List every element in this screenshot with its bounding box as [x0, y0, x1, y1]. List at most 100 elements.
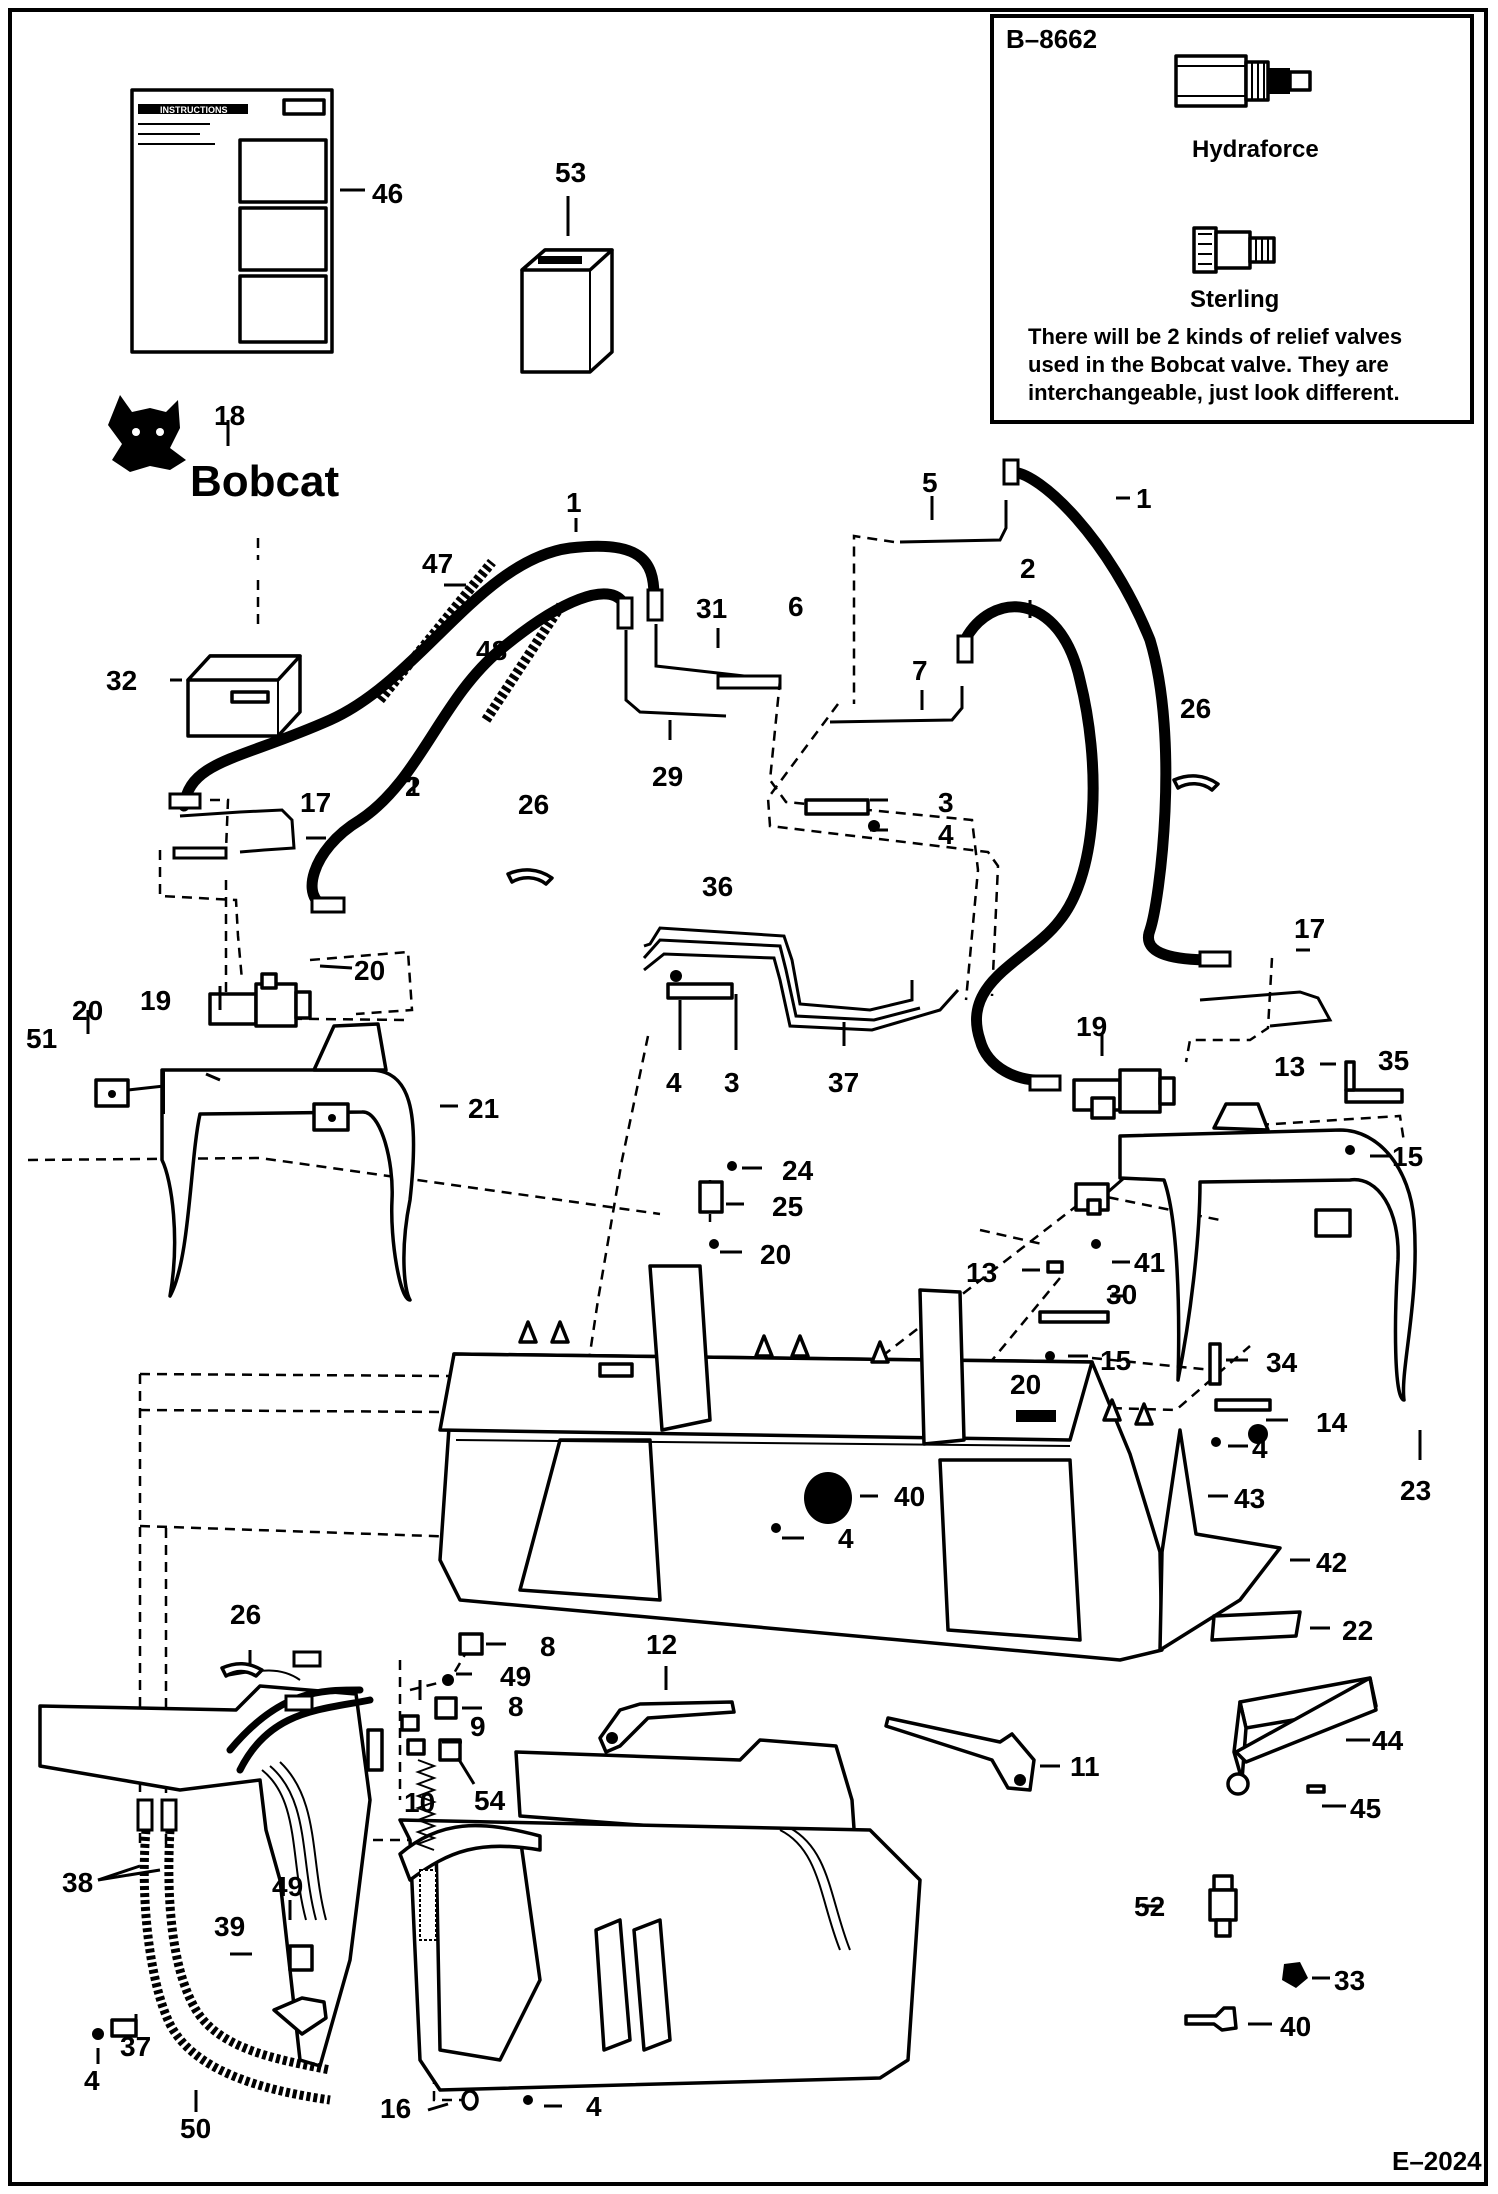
callout-4-lower-left: 4: [84, 2065, 100, 2096]
spiral-wrap-49: [376, 558, 567, 723]
callout-23: 23: [1400, 1475, 1431, 1506]
callout-28: 31: [696, 593, 727, 624]
sterling-label: Sterling: [1190, 286, 1280, 313]
callout-16: 16: [380, 2093, 411, 2124]
hose-set-37-50: [136, 1686, 374, 2105]
callout-19-left: 19: [140, 985, 171, 1016]
fittings-small: [92, 774, 1404, 2111]
grapple-bucket-42: [438, 1264, 1302, 1662]
callout-51: 51: [26, 1023, 57, 1054]
callout-37: 38: [62, 1867, 93, 1898]
callout-1-left: 1: [566, 487, 582, 518]
callout-26-left: 26: [518, 789, 549, 820]
callout-19-right: 19: [1076, 1011, 1107, 1042]
handle-11: [884, 1716, 1036, 1792]
spring-10: [415, 1759, 437, 1851]
callout-44: 44: [1372, 1725, 1404, 1756]
callout-8-lower: 8: [508, 1691, 524, 1722]
callout-35: 33: [1334, 1965, 1365, 1996]
note-line-1: There will be 2 kinds of relief valves: [1028, 324, 1403, 349]
callout-9: 9: [470, 1711, 486, 1742]
callout-10: 10: [404, 1787, 435, 1818]
instruction-decal-46: INSTRUCTIONS: [130, 88, 365, 354]
callout-7: 7: [912, 655, 928, 686]
relief-valve-19-right: [1072, 1068, 1176, 1120]
callout-2-right: 2: [1020, 553, 1036, 584]
callout-49-lower: 48: [476, 635, 507, 666]
callout-14: 14: [1316, 1407, 1348, 1438]
callout-46: 46: [372, 178, 403, 209]
callout-13-lower: 13: [966, 1257, 997, 1288]
callout-15-upper: 15: [1392, 1141, 1423, 1172]
callout-33: 36: [702, 871, 733, 902]
callout-17-right: 17: [1294, 913, 1325, 944]
callout-29: 30: [1106, 1279, 1137, 1310]
callout-5: 5: [922, 467, 938, 498]
callout-36: 37: [120, 2031, 151, 2062]
callout-20-right: 20: [1010, 1369, 1041, 1400]
grapple-tine-right-23: [1074, 1102, 1417, 1402]
steel-tubes: [172, 500, 1333, 1032]
callout-labels: 53 46 18 1 1 5 47 2 31 6 48 7 32 26 29 1…: [26, 157, 1431, 2144]
relief-valve-19-left: [208, 972, 312, 1028]
callout-21: 21: [468, 1093, 499, 1124]
callout-54: 54: [474, 1785, 506, 1816]
callout-47: 49: [272, 1871, 303, 1902]
callout-20-mid: 20: [760, 1239, 791, 1270]
callout-48: 49: [500, 1661, 531, 1692]
callout-1-right: 1: [1136, 483, 1152, 514]
callout-32: 34: [1266, 1347, 1298, 1378]
callout-26-lower: 26: [230, 1599, 261, 1630]
callout-27: 29: [652, 761, 683, 792]
callout-24: 24: [782, 1155, 814, 1186]
callout-8-upper: 8: [540, 1631, 556, 1662]
callout-20-left: 20: [354, 955, 385, 986]
callout-20-far: 20: [72, 995, 103, 1026]
callout-4-bottom: 4: [586, 2091, 602, 2122]
callout-50: 50: [180, 2113, 211, 2144]
callout-17-left: 17: [300, 787, 331, 818]
callout-53: 53: [555, 157, 586, 188]
callout-30: 32: [106, 665, 137, 696]
callout-43: 43: [1234, 1483, 1265, 1514]
callout-6: 6: [788, 591, 804, 622]
callout-2-left: 2: [405, 771, 421, 802]
callout-25: 25: [772, 1191, 803, 1222]
figure-id: E–2024: [1392, 2146, 1482, 2176]
callout-22: 22: [1342, 1615, 1373, 1646]
callout-49-upper: 47: [422, 548, 453, 579]
sterling-valve-icon: [1192, 226, 1276, 274]
callout-4-bucket: 4: [838, 1523, 854, 1554]
callout-4-mid: 4: [666, 1067, 682, 1098]
callout-15-lower: 15: [1100, 1345, 1131, 1376]
grapple-tine-left-21: [94, 1022, 416, 1302]
callout-4-upper: 4: [938, 819, 954, 850]
callout-26-right: 26: [1180, 693, 1211, 724]
callout-18: 18: [214, 400, 245, 431]
callout-40: 40: [894, 1481, 925, 1512]
grapple-frame-lower: [38, 1684, 922, 2092]
callout-3-upper: 3: [938, 787, 954, 818]
callout-45: 45: [1350, 1793, 1381, 1824]
logo-text: Bobcat: [190, 457, 339, 506]
handle-12: [598, 1700, 736, 1754]
callout-12: 12: [646, 1629, 677, 1660]
callout-41: 41: [1134, 1247, 1165, 1278]
note-line-2: used in the Bobcat valve. They are: [1028, 352, 1389, 377]
reference-code: B–8662: [1006, 24, 1098, 54]
callout-52: 52: [1134, 1891, 1165, 1922]
diagram-frame: [8, 8, 1488, 2186]
callout-11: 11: [1070, 1751, 1100, 1782]
decal-title: INSTRUCTIONS: [160, 105, 228, 115]
manual-box-53: [520, 196, 614, 374]
valve-block-30: [170, 538, 302, 738]
callout-13-upper: 13: [1274, 1051, 1305, 1082]
relief-valve-note-box: B–8662 Hydraforce Sterling There will be…: [990, 14, 1474, 424]
bobcat-logo-icon: Bobcat: [108, 395, 339, 506]
note-line-3: interchangeable, just look different.: [1028, 380, 1400, 405]
callout-38: 40: [1280, 2011, 1311, 2042]
callout-3-mid: 3: [724, 1067, 740, 1098]
callout-4-right: 4: [1252, 1433, 1268, 1464]
callout-39: 39: [214, 1911, 245, 1942]
